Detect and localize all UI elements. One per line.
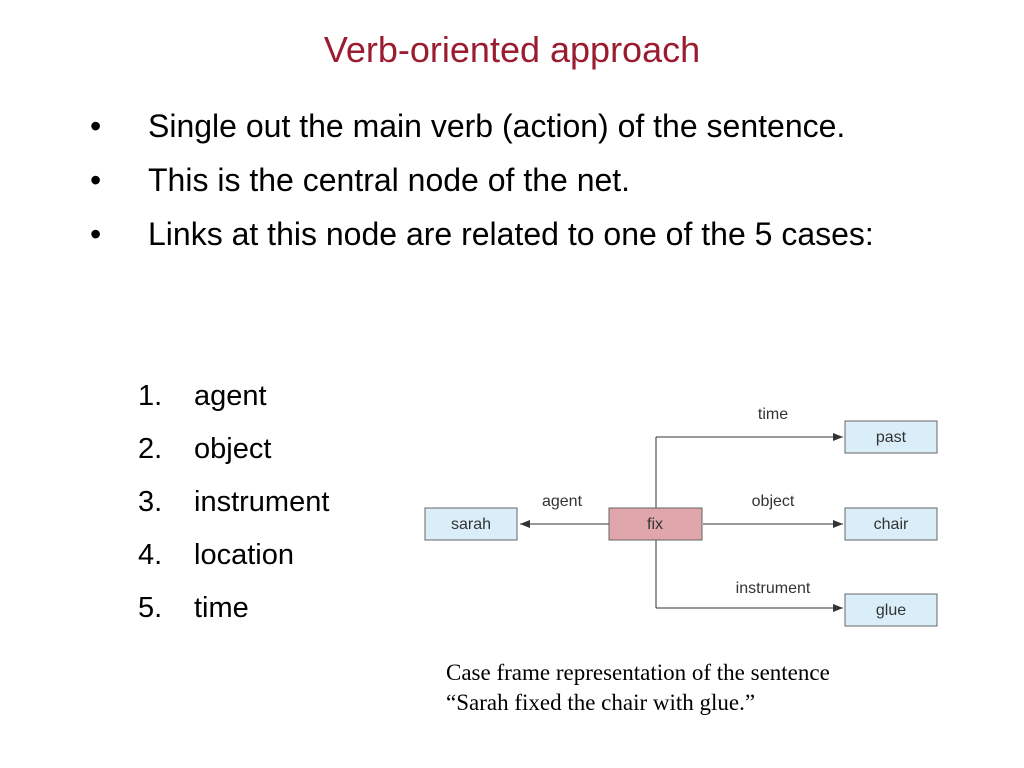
case-label: time xyxy=(194,592,249,624)
bullet-text: Single out the main verb (action) of the… xyxy=(148,108,846,144)
edge-label-time: time xyxy=(758,406,788,423)
case-label: instrument xyxy=(194,486,330,518)
node-fix: fix xyxy=(608,507,703,541)
bullet-list: • Single out the main verb (action) of t… xyxy=(80,106,960,268)
bullet-dot: • xyxy=(90,108,102,144)
bullet-dot: • xyxy=(90,216,102,252)
node-chair-label: chair xyxy=(874,516,909,533)
case-frame-diagram: sarah fix past chair glue agent time obj… xyxy=(370,368,1000,640)
node-sarah-label: sarah xyxy=(451,516,491,533)
case-item: 5. time xyxy=(128,582,329,635)
bullet-text: This is the central node of the net. xyxy=(148,162,631,198)
case-number: 5. xyxy=(138,592,163,624)
case-number: 2. xyxy=(138,433,163,465)
node-past-label: past xyxy=(876,429,907,446)
case-number: 3. xyxy=(138,486,163,518)
figure-caption: Case frame representation of the sentenc… xyxy=(446,658,1006,718)
bullet-dot: • xyxy=(90,162,102,198)
node-past: past xyxy=(844,420,938,454)
node-chair: chair xyxy=(844,507,938,541)
bullet-item: • Single out the main verb (action) of t… xyxy=(80,106,960,146)
edge-label-agent: agent xyxy=(542,493,583,510)
case-item: 4. location xyxy=(128,529,329,582)
edge-label-instrument: instrument xyxy=(736,580,811,597)
bullet-text: Links at this node are related to one of… xyxy=(148,216,874,252)
case-number: 4. xyxy=(138,539,163,571)
bullet-item: • This is the central node of the net. xyxy=(80,160,960,200)
case-label: object xyxy=(194,433,272,465)
node-sarah: sarah xyxy=(424,507,518,541)
node-fix-label: fix xyxy=(647,516,663,533)
case-item: 1. agent xyxy=(128,370,329,423)
slide-title: Verb-oriented approach xyxy=(323,29,701,70)
case-item: 2. object xyxy=(128,423,329,476)
node-glue-label: glue xyxy=(876,602,906,619)
case-list: 1. agent 2. object 3. instrument 4. location… xyxy=(128,370,329,635)
edge-label-object: object xyxy=(752,493,795,510)
case-frame-svg: sarah fix past chair glue agent time obj… xyxy=(370,368,1000,640)
case-item: 3. instrument xyxy=(128,476,329,529)
case-label: location xyxy=(194,539,294,571)
case-label: agent xyxy=(194,380,267,412)
caption-line-1: Case frame representation of the sentenc… xyxy=(446,660,830,685)
bullet-item: • Links at this node are related to one … xyxy=(80,214,960,254)
case-number: 1. xyxy=(138,380,163,412)
node-glue: glue xyxy=(844,593,938,627)
caption-line-2: “Sarah fixed the chair with glue.” xyxy=(446,690,756,715)
